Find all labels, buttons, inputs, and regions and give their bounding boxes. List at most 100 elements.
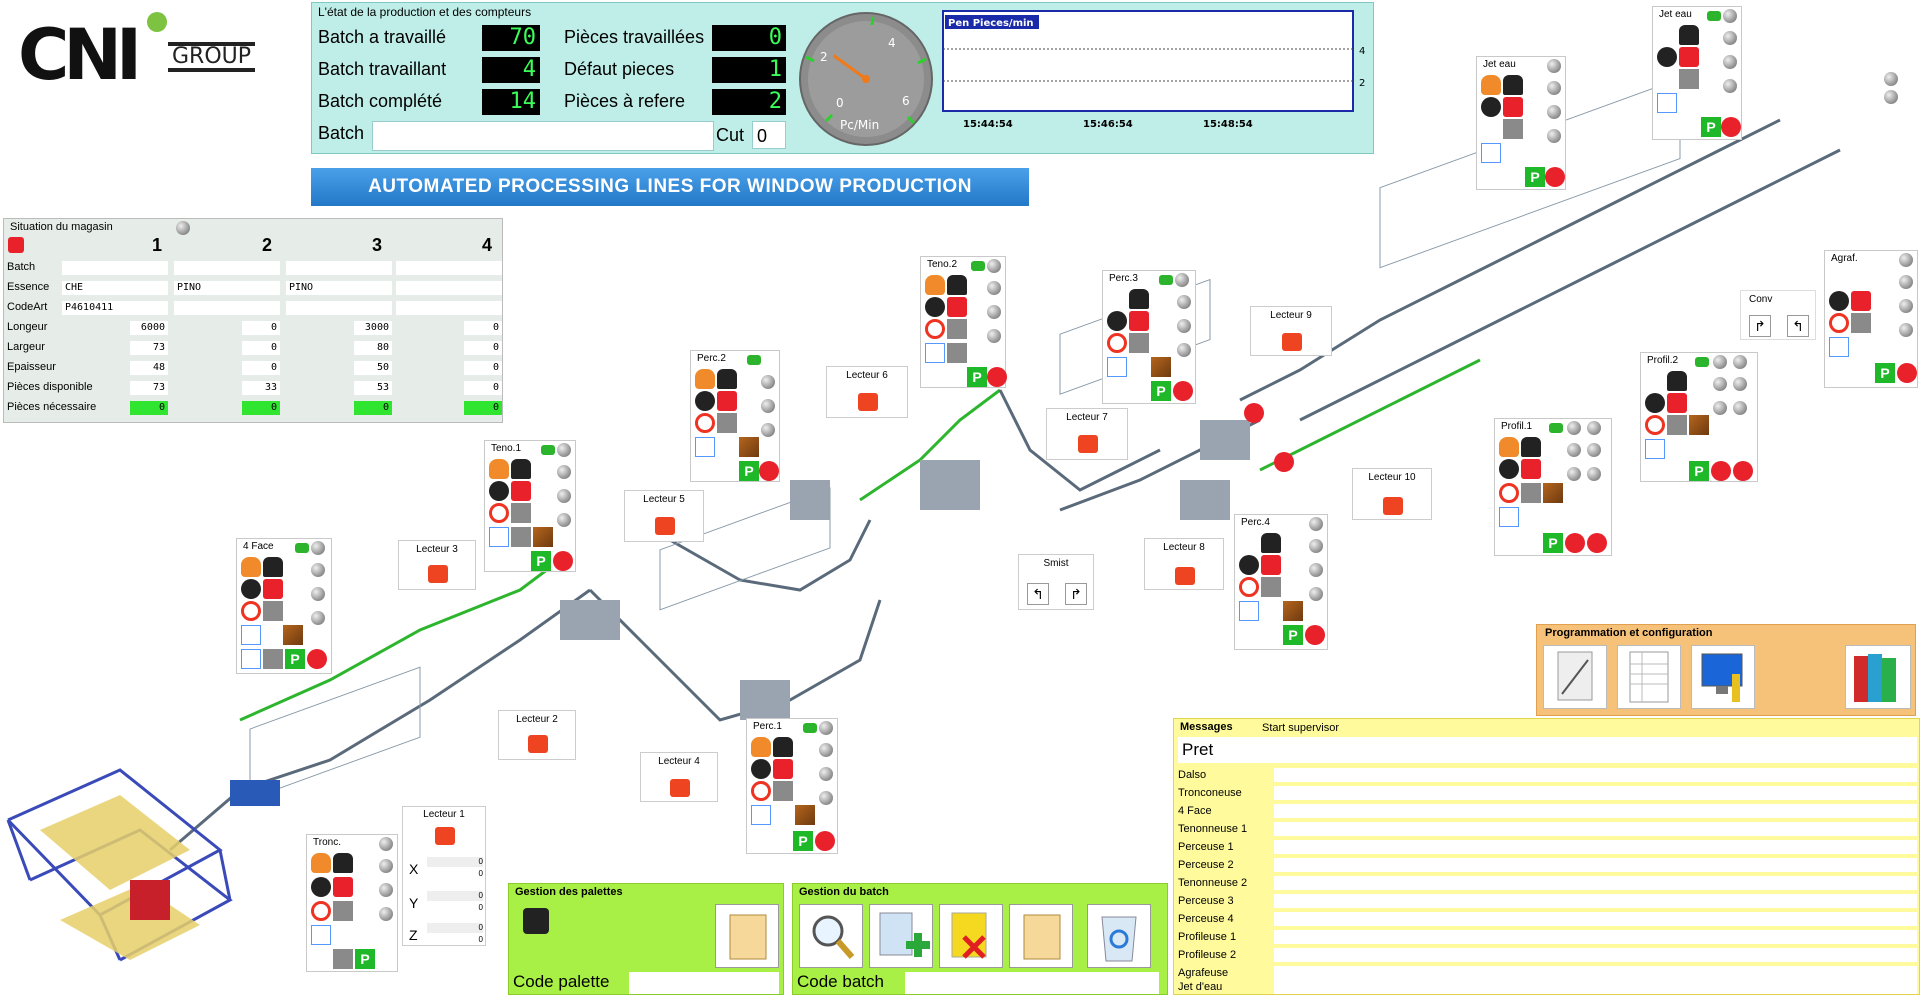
hand-icon[interactable] xyxy=(751,737,771,757)
tool-icon[interactable] xyxy=(1129,333,1149,353)
stop-icon[interactable] xyxy=(717,391,737,411)
power-icon[interactable] xyxy=(1305,625,1325,645)
park-icon[interactable]: P xyxy=(1283,625,1303,645)
power-icon[interactable] xyxy=(815,831,835,851)
alarm-icon[interactable] xyxy=(1503,75,1523,95)
conveyor-icon[interactable] xyxy=(925,343,945,363)
recycle-bin-button[interactable] xyxy=(1087,904,1151,968)
machine-card-jet2[interactable]: Jet eau P xyxy=(1652,6,1742,140)
conveyor-icon[interactable] xyxy=(489,527,509,547)
magasin-stop-icon[interactable] xyxy=(8,237,24,253)
code-palette-field[interactable] xyxy=(629,972,779,994)
minus-icon[interactable] xyxy=(1481,97,1501,117)
park-icon[interactable]: P xyxy=(285,649,305,669)
machine-card-perc4[interactable]: Perc.4 P xyxy=(1234,514,1328,650)
stop-icon[interactable] xyxy=(773,759,793,779)
conv-panel[interactable]: Conv ↱ ↰ xyxy=(1740,290,1816,340)
eye-icon[interactable] xyxy=(1159,275,1173,285)
delete-batch-button[interactable] xyxy=(939,904,1003,968)
conveyor-icon[interactable] xyxy=(241,625,261,645)
eye-icon[interactable] xyxy=(1695,357,1709,367)
spiral-icon[interactable] xyxy=(241,601,261,621)
tool-icon[interactable] xyxy=(1503,119,1523,139)
conveyor-icon[interactable] xyxy=(695,437,715,457)
minus-icon[interactable] xyxy=(1829,291,1849,311)
turn-left-icon[interactable]: ↰ xyxy=(1027,583,1049,605)
smist-panel[interactable]: Smist ↰ ↱ xyxy=(1018,554,1094,610)
cell-batch-1[interactable] xyxy=(62,261,168,275)
park-icon[interactable]: P xyxy=(1875,363,1895,383)
machine-card-profil2[interactable]: Profil.2 P xyxy=(1640,352,1758,482)
spiral-icon[interactable] xyxy=(925,319,945,339)
minus-icon[interactable] xyxy=(1239,555,1259,575)
print-icon[interactable] xyxy=(263,649,283,669)
tool-icon[interactable] xyxy=(1679,69,1699,89)
conveyor-icon[interactable] xyxy=(1239,601,1259,621)
barcode-scanner-icon[interactable] xyxy=(523,908,549,934)
machine-card-perc2[interactable]: Perc.2 P xyxy=(690,350,780,482)
power-icon[interactable] xyxy=(1545,167,1565,187)
palette-folder-button[interactable] xyxy=(715,904,779,968)
lecteur-2[interactable]: Lecteur 2 xyxy=(498,710,576,760)
alarm-icon[interactable] xyxy=(1521,437,1541,457)
minus-icon[interactable] xyxy=(241,579,261,599)
conveyor-icon[interactable] xyxy=(1657,93,1677,113)
alarm-icon[interactable] xyxy=(773,737,793,757)
line-alarm-icon[interactable] xyxy=(1274,452,1294,472)
hand-icon[interactable] xyxy=(489,459,509,479)
tool-icon[interactable] xyxy=(947,319,967,339)
stop-icon[interactable] xyxy=(1129,311,1149,331)
tool-icon[interactable] xyxy=(1261,577,1281,597)
power-icon[interactable] xyxy=(1565,533,1585,553)
minus-icon[interactable] xyxy=(311,877,331,897)
park-icon[interactable]: P xyxy=(1701,117,1721,137)
conveyor-icon[interactable] xyxy=(1829,337,1849,357)
code-batch-field[interactable] xyxy=(905,972,1159,994)
tool-icon[interactable] xyxy=(773,781,793,801)
stop-icon[interactable] xyxy=(333,877,353,897)
hand-icon[interactable] xyxy=(695,369,715,389)
tool-icon[interactable] xyxy=(717,413,737,433)
minus-icon[interactable] xyxy=(925,297,945,317)
alarm-icon[interactable] xyxy=(947,275,967,295)
cut-field[interactable]: 0 xyxy=(752,121,786,149)
conveyor-icon[interactable] xyxy=(1645,439,1665,459)
eye-icon[interactable] xyxy=(295,543,309,553)
park-icon[interactable]: P xyxy=(1689,461,1709,481)
tool-icon[interactable] xyxy=(333,901,353,921)
tool-icon[interactable] xyxy=(263,601,283,621)
machine-card-agraf[interactable]: Agraf. P xyxy=(1824,250,1918,388)
park-icon[interactable]: P xyxy=(355,949,375,969)
cell-batch-4[interactable] xyxy=(396,261,502,275)
park-icon[interactable]: P xyxy=(531,551,551,571)
machine-card-perc3[interactable]: Perc.3 P xyxy=(1102,270,1196,404)
tool-icon[interactable] xyxy=(1521,483,1541,503)
print-icon[interactable] xyxy=(947,343,967,363)
alarm-icon[interactable] xyxy=(1679,25,1699,45)
stop-icon[interactable] xyxy=(1851,291,1871,311)
alarm-icon[interactable] xyxy=(717,369,737,389)
power-icon[interactable] xyxy=(1897,363,1917,383)
power-icon[interactable] xyxy=(987,367,1007,387)
books-button[interactable] xyxy=(1845,645,1911,709)
lecteur-9[interactable]: Lecteur 9 xyxy=(1250,306,1332,356)
hand-icon[interactable] xyxy=(241,557,261,577)
power-icon[interactable] xyxy=(1587,533,1607,553)
hand-icon[interactable] xyxy=(925,275,945,295)
power-icon[interactable] xyxy=(307,649,327,669)
spreadsheet-button[interactable] xyxy=(1617,645,1681,709)
power-icon[interactable] xyxy=(1711,461,1731,481)
park-icon[interactable]: P xyxy=(793,831,813,851)
minus-icon[interactable] xyxy=(695,391,715,411)
print-icon[interactable] xyxy=(333,949,353,969)
park-icon[interactable]: P xyxy=(967,367,987,387)
spiral-icon[interactable] xyxy=(751,781,771,801)
stop-icon[interactable] xyxy=(1679,47,1699,67)
lecteur-6[interactable]: Lecteur 6 xyxy=(826,366,908,418)
cell-batch-3[interactable] xyxy=(286,261,392,275)
lecteur-7[interactable]: Lecteur 7 xyxy=(1046,408,1128,460)
park-icon[interactable]: P xyxy=(739,461,759,481)
lecteur-5[interactable]: Lecteur 5 xyxy=(624,490,704,542)
stop-icon[interactable] xyxy=(511,481,531,501)
hand-icon[interactable] xyxy=(1481,75,1501,95)
